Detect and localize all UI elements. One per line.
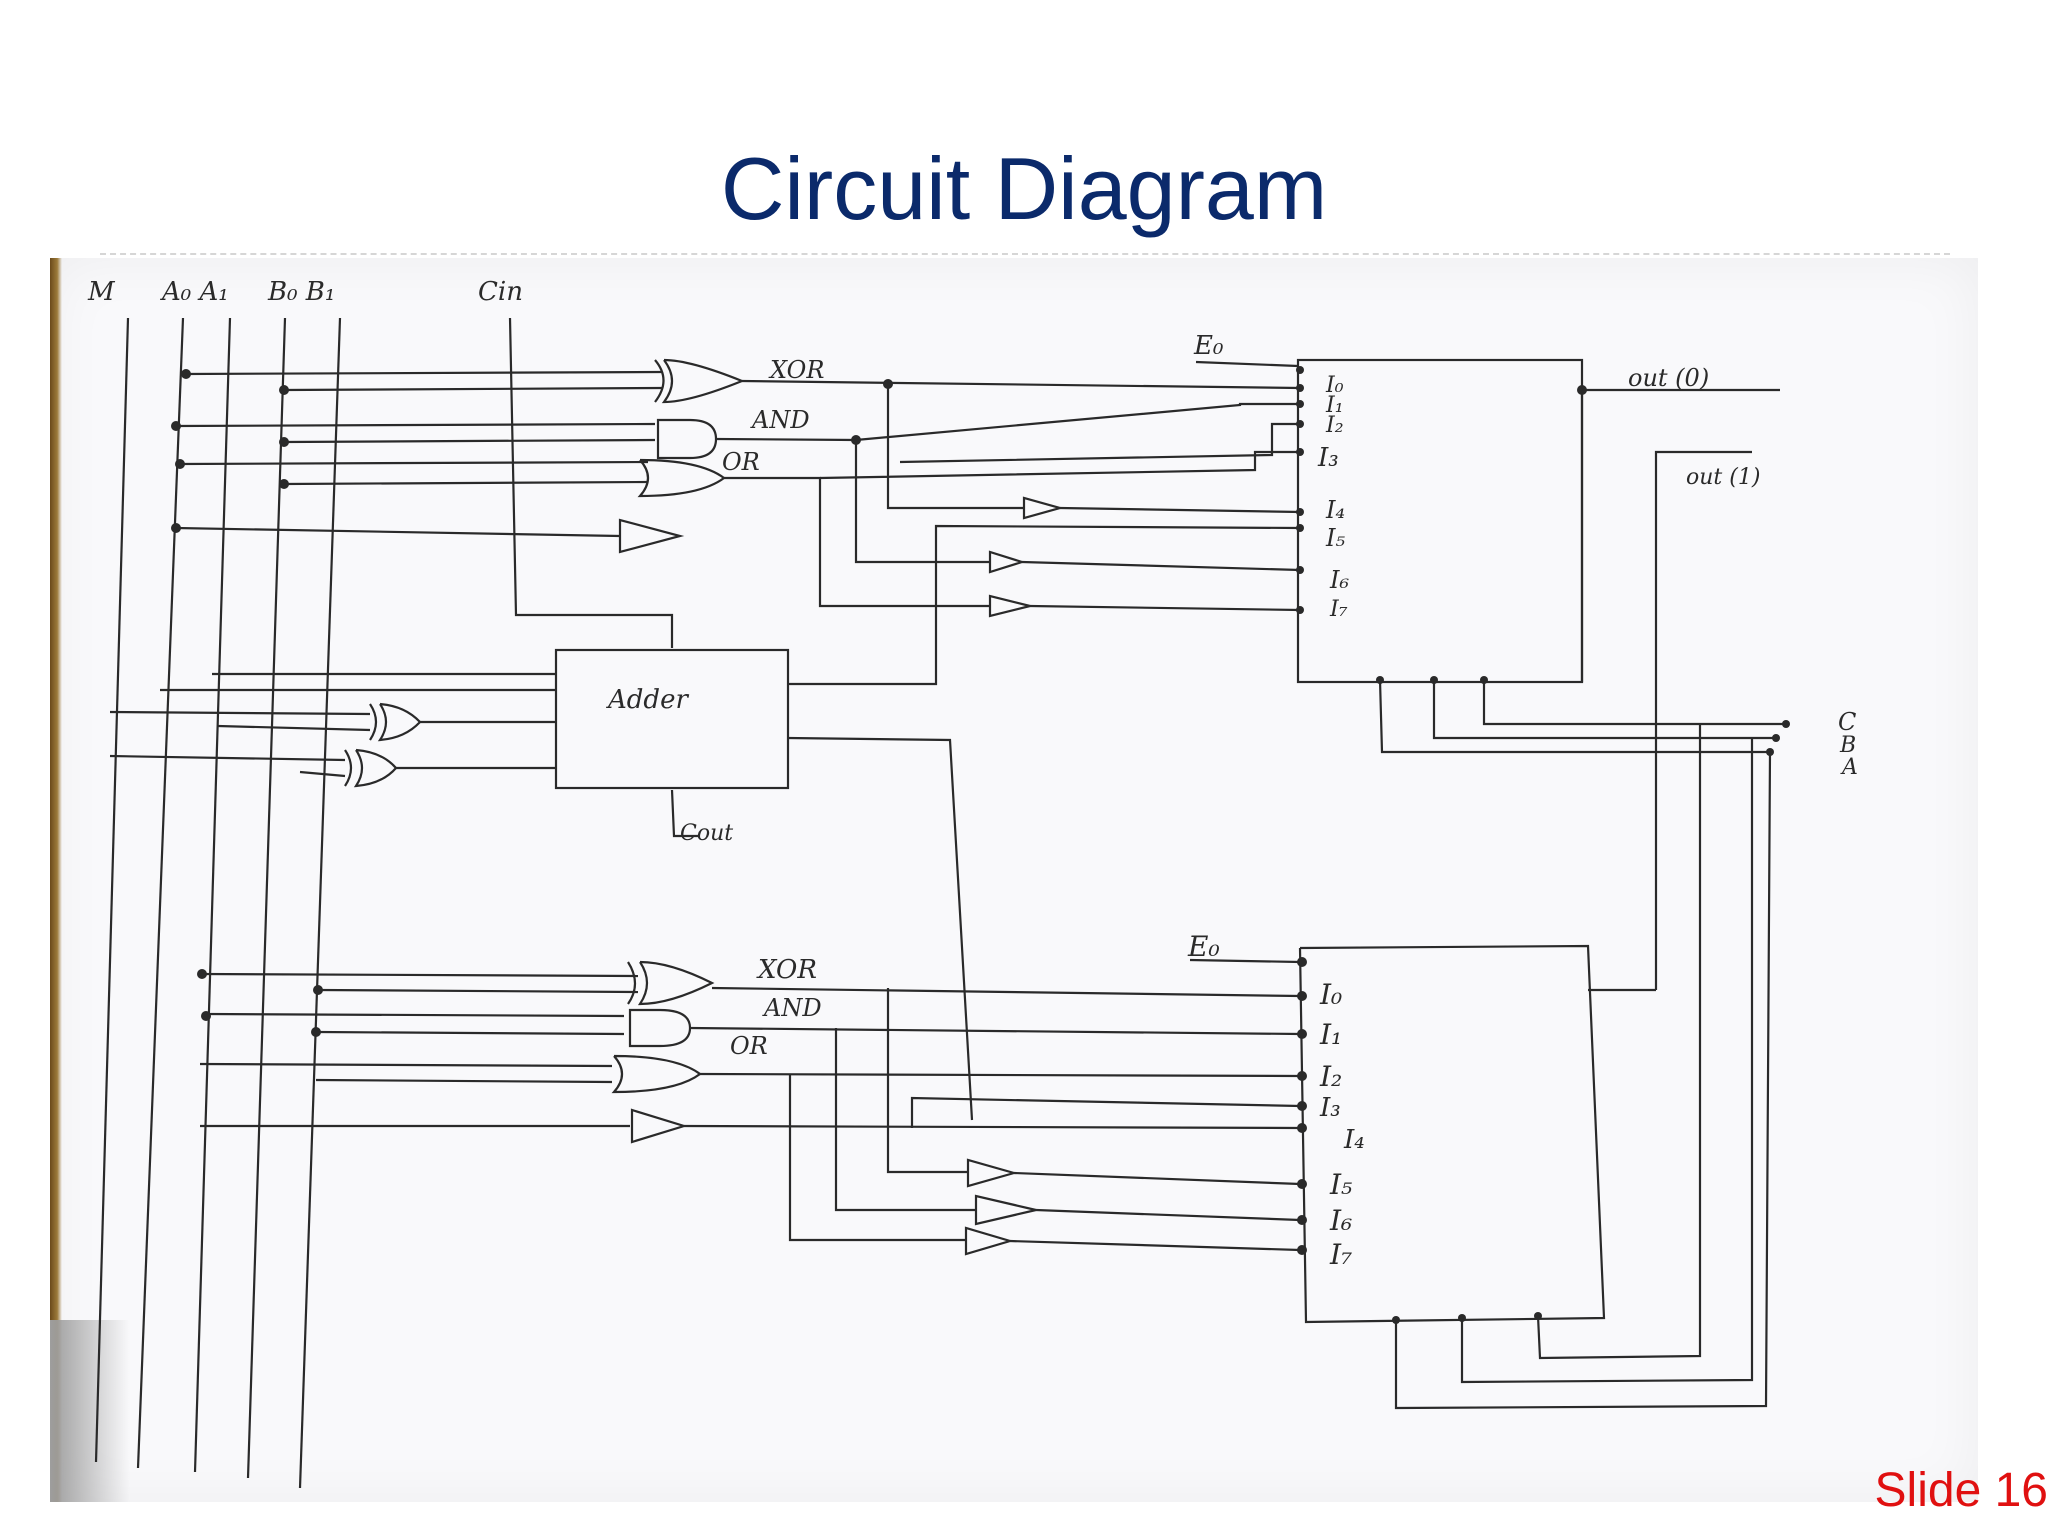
lower-mux-i2: I₂: [1319, 1060, 1342, 1093]
lower-mux-i5: I₅: [1329, 1168, 1352, 1201]
upper-and-gate: [656, 418, 718, 460]
input-label-a: A₀ A₁: [160, 277, 229, 307]
upper-mux-i4: I₄: [1325, 496, 1345, 524]
upper-mux-i1: I₁: [1325, 393, 1344, 418]
adder-cout-label: Cout: [680, 821, 733, 846]
upper-mux-i6: I₆: [1329, 566, 1349, 594]
photo-shadow: [50, 1320, 130, 1502]
lower-mux-i3: I₃: [1319, 1093, 1341, 1123]
slide-number: Slide 16: [1874, 1464, 2048, 1517]
lower-buffer: [630, 1108, 688, 1144]
select-label-a: A: [1840, 755, 1858, 780]
lower-gate-outputs: [683, 986, 1301, 1242]
lower-xor-label: XOR: [756, 955, 817, 985]
lower-select-lines: [1392, 724, 1772, 1410]
lower-mux-i7: I₇: [1329, 1238, 1352, 1271]
slide-title: Circuit Diagram: [720, 139, 1328, 238]
upper-mux-i7: I₇: [1329, 597, 1348, 622]
adder-inputs: [109, 672, 556, 788]
select-label-b: B: [1839, 733, 1856, 758]
upper-buffer: [618, 518, 685, 554]
upper-gate-inputs: [171, 369, 663, 538]
upper-enable-label: E₀: [1193, 331, 1224, 361]
upper-xor-gate: [654, 358, 745, 404]
upper-mux-i3: I₃: [1317, 443, 1339, 473]
input-label-cin: Cin: [478, 277, 523, 307]
out1-label: out (1): [1686, 465, 1760, 490]
upper-select-lines: [1376, 676, 1790, 756]
upper-or-gate: [637, 458, 726, 498]
lower-enable-label: E₀: [1187, 930, 1220, 963]
adder-sum1-line: [787, 736, 974, 1121]
lower-gate-inputs: [197, 969, 639, 1128]
adder-cout-line: [670, 789, 700, 838]
lower-or-gate: [611, 1054, 702, 1094]
adder-box: [554, 648, 790, 790]
out0-label: out (0): [1628, 364, 1709, 392]
upper-mux-outputs: [1577, 385, 1780, 990]
lower-and-label: AND: [762, 994, 822, 1022]
lower-mux-i0: I₀: [1319, 978, 1342, 1011]
upper-mux-i0: I₀: [1325, 373, 1344, 398]
lower-mux-i1: I₁: [1319, 1018, 1342, 1051]
upper-or-label: OR: [722, 448, 760, 476]
adder-label: Adder: [606, 685, 689, 715]
upper-mux-buffers: [790, 496, 1301, 686]
input-buses: [94, 317, 674, 1489]
upper-mux-pins: [1296, 366, 1304, 614]
input-label-b: B₀ B₁: [267, 277, 335, 307]
title-divider: [100, 253, 1950, 255]
lower-and-gate: [628, 1008, 692, 1048]
upper-mux-i5: I₅: [1325, 524, 1345, 552]
lower-mux-i6: I₆: [1329, 1204, 1352, 1237]
lower-mux-pins: [1297, 957, 1307, 1255]
upper-gate-outputs: [715, 379, 1301, 608]
lower-mux-i4: I₄: [1343, 1125, 1365, 1155]
upper-xor-label: XOR: [768, 356, 824, 384]
upper-mux-i2: I₂: [1325, 413, 1344, 438]
lower-mux-buffers: [964, 1158, 1301, 1256]
lower-mux-box: [1298, 944, 1606, 1324]
select-label-c: C: [1838, 708, 1856, 736]
upper-and-label: AND: [750, 406, 810, 434]
lower-xor-gate: [627, 960, 715, 1006]
input-label-m: M: [87, 277, 116, 307]
photo-edge: [50, 258, 62, 1502]
lower-or-label: OR: [730, 1032, 768, 1060]
